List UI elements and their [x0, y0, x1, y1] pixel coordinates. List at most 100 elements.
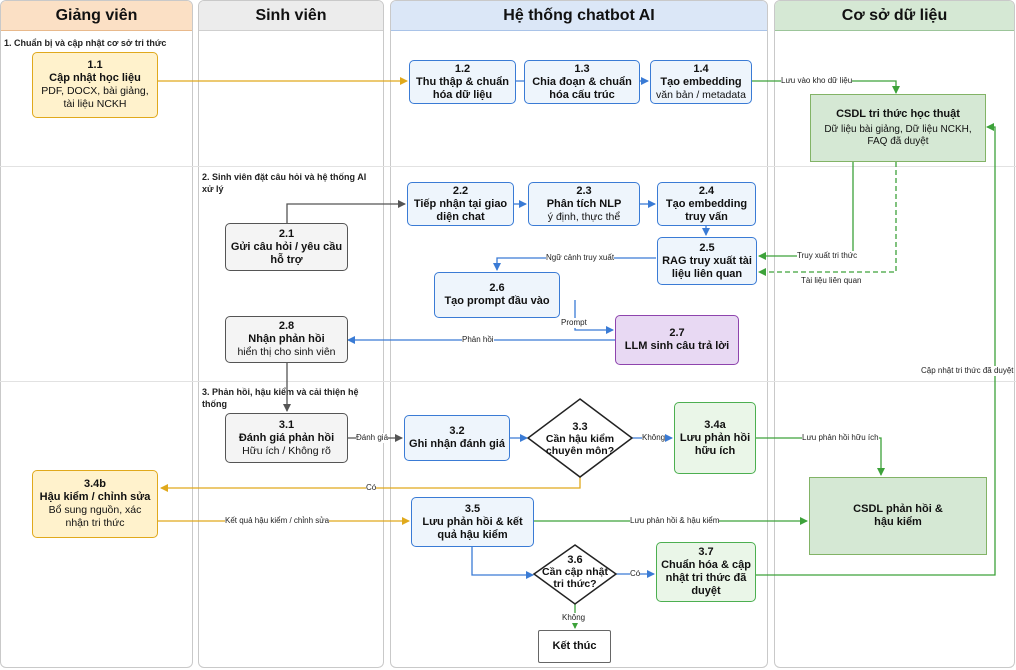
edge-db-to-2-5-retrieve	[758, 162, 854, 260]
node-2-6-number: 2.6	[489, 282, 505, 294]
node-3-4b-hau-kiem: 3.4b Hậu kiểm / chỉnh sửa Bổ sung nguồn,…	[32, 470, 158, 538]
edge-label-luu-huu-ich: Lưu phản hồi hữu ích	[802, 433, 879, 443]
node-1-4-number: 1.4	[693, 62, 709, 75]
lane-he-thong: Hệ thống chatbot AI	[390, 0, 768, 668]
node-2-6-tao-prompt: 2.6 Tạo prompt đầu vào	[434, 272, 560, 318]
node-3-7-number: 3.7	[698, 546, 714, 558]
node-2-6-title: Tạo prompt đầu vào	[444, 295, 550, 307]
node-3-2-ghi-nhan: 3.2 Ghi nhận đánh giá	[404, 415, 510, 461]
node-3-6-title: Cần cập nhật tri thức?	[542, 566, 608, 590]
node-3-7-chuan-hoa: 3.7 Chuẩn hóa & cập nhật tri thức đã duy…	[656, 542, 756, 602]
diamond-3-3	[526, 398, 634, 478]
node-2-3-number: 2.3	[576, 184, 592, 197]
node-3-6-decision: 3.6 Cần cập nhật tri thức?	[538, 554, 612, 590]
edge-label-truy-xuat: Truy xuất tri thức	[797, 251, 858, 261]
node-3-4a-luu-phan-hoi: 3.4a Lưu phản hồi hữu ích	[674, 402, 756, 474]
edge-3-5-to-3-6	[471, 547, 534, 579]
db-phan-hoi-hau-kiem: CSDL phản hồi & hậu kiểm	[809, 477, 987, 555]
node-2-8-title: Nhận phản hồi	[248, 333, 325, 345]
node-1-4-tao-embedding: 1.4 Tạo embedding văn bản / metadata	[650, 60, 752, 104]
db-tri-thuc-hoc-thuat: CSDL tri thức học thuật Dữ liệu bài giản…	[810, 94, 986, 162]
node-1-3-number: 1.3	[574, 62, 590, 75]
node-2-7-title: LLM sinh câu trả lời	[624, 340, 730, 352]
node-ket-thuc-title: Kết thúc	[552, 640, 597, 652]
node-2-1-number: 2.1	[278, 227, 295, 240]
edge-3-3-to-3-4b	[160, 475, 581, 492]
node-3-2-number: 3.2	[449, 425, 465, 437]
diamond-3-6	[532, 544, 618, 605]
section-divider-2	[0, 381, 1016, 382]
node-1-1-title: Cập nhật học liệu	[49, 72, 141, 84]
node-2-2-number: 2.2	[452, 184, 469, 197]
node-2-4-embedding-truy-van: 2.4 Tạo embedding truy vấn	[657, 182, 756, 226]
node-3-5-title: Lưu phản hồi & kết quả hậu kiểm	[422, 515, 523, 541]
lane-title-co-so-du-lieu: Cơ sở dữ liệu	[775, 1, 1014, 31]
node-2-2-title: Tiếp nhận tại giao diện chat	[413, 197, 508, 223]
node-2-3-phan-tich-nlp: 2.3 Phân tích NLP ý định, thực thể	[528, 182, 640, 226]
node-1-1-cap-nhat-hoc-lieu: 1.1 Cập nhật học liệu PDF, DOCX, bài giả…	[32, 52, 158, 118]
lane-title-he-thong: Hệ thống chatbot AI	[391, 1, 767, 31]
node-1-4-subtitle: văn bản / metadata	[656, 88, 746, 101]
edge-db-to-2-5-docs	[758, 162, 897, 276]
lane-co-so-du-lieu: Cơ sở dữ liệu	[774, 0, 1015, 668]
node-3-7-title: Chuẩn hóa & cập nhật tri thức đã duyệt	[661, 559, 751, 597]
edge-label-co-2: Có	[630, 569, 641, 579]
node-3-5-number: 3.5	[464, 502, 481, 515]
node-3-3-number: 3.3	[572, 421, 588, 433]
node-2-8-subtitle: hiển thị cho sinh viên	[237, 346, 336, 358]
node-1-3-chia-doan: 1.3 Chia đoạn & chuẩn hóa cấu trúc	[524, 60, 640, 104]
node-2-4-title: Tạo embedding truy vấn	[665, 197, 748, 223]
edge-label-danh-gia: Đánh giá	[356, 433, 389, 443]
edge-label-prompt: Prompt	[561, 318, 587, 328]
db-tri-thuc-subtitle: Dữ liệu bài giảng, Dữ liệu NCKH, FAQ đã …	[824, 124, 972, 147]
node-2-5-title: RAG truy xuất tài liệu liên quan	[662, 254, 752, 280]
node-3-6-number: 3.6	[567, 554, 583, 566]
node-2-7-llm-sinh: 2.7 LLM sinh câu trả lời	[615, 315, 739, 365]
node-2-1-gui-cau-hoi: 2.1 Gửi câu hỏi / yêu cầu hỗ trợ	[225, 223, 348, 271]
edge-label-ngu-canh: Ngữ cảnh truy xuất	[546, 253, 615, 263]
edge-label-cap-nhat: Cập nhật tri thức đã duyệt	[921, 366, 1014, 376]
node-2-2-tiep-nhan: 2.2 Tiếp nhận tại giao diện chat	[407, 182, 514, 226]
section-1-label: 1. Chuẩn bị và cập nhật cơ sở tri thức	[4, 38, 167, 48]
node-1-3-title: Chia đoạn & chuẩn hóa cấu trúc	[532, 75, 632, 101]
node-3-4b-title: Hậu kiểm / chỉnh sửa	[39, 491, 151, 503]
db-tri-thuc-title: CSDL tri thức học thuật	[836, 108, 960, 120]
section-3-label: 3. Phản hồi, hậu kiểm và cải thiện hệ th…	[202, 387, 359, 409]
node-1-2-number: 1.2	[454, 62, 471, 75]
section-divider-1	[0, 166, 1016, 167]
node-ket-thuc: Kết thúc	[538, 630, 611, 663]
node-2-5-number: 2.5	[699, 241, 715, 254]
node-3-4b-subtitle: Bổ sung nguồn, xác nhận tri thức	[48, 504, 142, 529]
node-3-5-luu-phan-hoi-hau-kiem: 3.5 Lưu phản hồi & kết quả hậu kiểm	[411, 497, 534, 547]
node-3-1-title: Đánh giá phản hồi	[238, 431, 335, 444]
node-1-4-title: Tạo embedding	[660, 75, 742, 88]
edge-label-phan-hoi: Phản hồi	[462, 335, 494, 345]
edge-label-tai-lieu: Tài liệu liên quan	[801, 276, 862, 286]
node-3-1-danh-gia: 3.1 Đánh giá phản hồi Hữu ích / Không rõ	[225, 413, 348, 463]
edge-label-khong-2: Không	[562, 613, 586, 623]
edge-2-1-to-2-2	[286, 200, 406, 223]
edge-label-luu-phk: Lưu phản hồi & hậu kiểm	[630, 516, 720, 526]
node-2-8-nhan-phan-hoi: 2.8 Nhận phản hồi hiển thị cho sinh viên	[225, 316, 348, 363]
edge-label-luu-kho: Lưu vào kho dữ liệu	[781, 76, 853, 86]
node-1-1-number: 1.1	[87, 59, 103, 71]
section-2-label: 2. Sinh viên đặt câu hỏi và hệ thống AI …	[202, 172, 367, 194]
lane-title-giang-vien: Giảng viên	[1, 1, 192, 31]
node-2-1-title: Gửi câu hỏi / yêu cầu hỗ trợ	[230, 240, 343, 266]
node-3-3-title: Cần hậu kiểm chuyên môn?	[545, 433, 615, 457]
node-1-2-thu-thap: 1.2 Thu thập & chuẩn hóa dữ liệu	[409, 60, 516, 104]
node-1-1-subtitle: PDF, DOCX, bài giảng, tài liệu NCKH	[41, 85, 149, 110]
node-3-1-subtitle: Hữu ích / Không rõ	[242, 444, 331, 457]
node-2-3-title: Phân tích NLP	[546, 197, 622, 210]
edge-label-co-1: Có	[366, 483, 377, 493]
edge-2-6-to-2-7	[574, 300, 614, 334]
node-2-5-rag-truy-xuat: 2.5 RAG truy xuất tài liệu liên quan	[657, 237, 757, 285]
node-2-8-number: 2.8	[278, 320, 295, 332]
node-1-2-title: Thu thập & chuẩn hóa dữ liệu	[416, 75, 509, 101]
node-2-3-subtitle: ý định, thực thể	[547, 210, 621, 223]
node-2-4-number: 2.4	[698, 184, 715, 197]
node-3-4a-title: Lưu phản hồi hữu ích	[679, 431, 751, 457]
edge-3-7-to-db	[756, 123, 996, 576]
node-3-3-decision: 3.3 Cần hậu kiểm chuyên môn?	[538, 421, 622, 457]
db-phan-hoi-title: CSDL phản hồi & hậu kiểm	[853, 503, 943, 528]
